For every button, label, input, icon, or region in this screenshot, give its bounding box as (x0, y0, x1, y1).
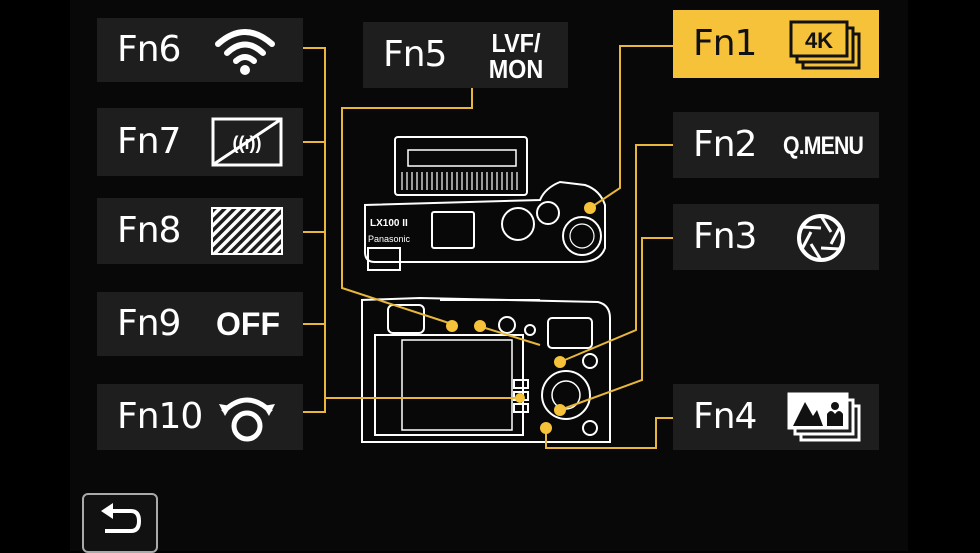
back-button[interactable] (82, 493, 158, 553)
wifi-icon (212, 26, 278, 76)
fn5-button[interactable]: Fn5 LVF/ MON (363, 22, 568, 88)
fn10-button[interactable]: Fn10 (97, 384, 303, 450)
svg-text:4K: 4K (805, 28, 833, 53)
camera-model-label: LX100 II (370, 218, 408, 229)
fn5-label: Fn5 (383, 34, 447, 75)
fn5-value-line1: LVF/ (491, 28, 541, 58)
4k-photo-icon: 4K (789, 20, 863, 70)
lvf-mon-icon: LVF/ MON (477, 28, 554, 84)
fn2-value: Q.MENU (783, 131, 864, 160)
connector-lines (303, 45, 673, 449)
post-focus-icon (787, 392, 863, 444)
fn3-button[interactable]: Fn3 (673, 204, 879, 270)
fn2-label: Fn2 (693, 124, 757, 165)
fn5-value-line2: MON (488, 54, 544, 84)
aperture-icon (795, 212, 847, 264)
fn7-label: Fn7 (117, 121, 181, 162)
fn9-value: OFF (216, 305, 280, 342)
fn9-button[interactable]: Fn9 OFF (97, 292, 303, 356)
fn8-button[interactable]: Fn8 (97, 198, 303, 264)
fn2-button[interactable]: Fn2 Q.MENU (673, 112, 879, 178)
camera-back-view (361, 296, 611, 443)
button-dots (446, 202, 596, 434)
fn8-label: Fn8 (117, 210, 181, 251)
camera-top-view (364, 136, 606, 271)
fn6-button[interactable]: Fn6 (97, 18, 303, 82)
svg-text:((ı)): ((ı)) (233, 133, 262, 153)
fn4-label: Fn4 (693, 396, 757, 437)
menu-panel (70, 0, 908, 551)
fn7-button[interactable]: Fn7 ((ı)) (97, 108, 303, 176)
fn9-label: Fn9 (117, 303, 181, 344)
fn10-label: Fn10 (117, 396, 203, 437)
fn3-label: Fn3 (693, 216, 757, 257)
zebra-pattern-icon (210, 206, 284, 256)
return-arrow-icon (97, 503, 143, 543)
fn6-label: Fn6 (117, 29, 181, 70)
fn4-button[interactable]: Fn4 (673, 384, 879, 450)
fn1-label: Fn1 (693, 23, 757, 64)
rotate-lens-icon (217, 390, 277, 444)
bluetooth-wireless-icon: ((ı)) (210, 116, 284, 168)
camera-brand-label: Panasonic (368, 234, 411, 244)
fn1-button[interactable]: Fn1 4K (673, 10, 879, 78)
